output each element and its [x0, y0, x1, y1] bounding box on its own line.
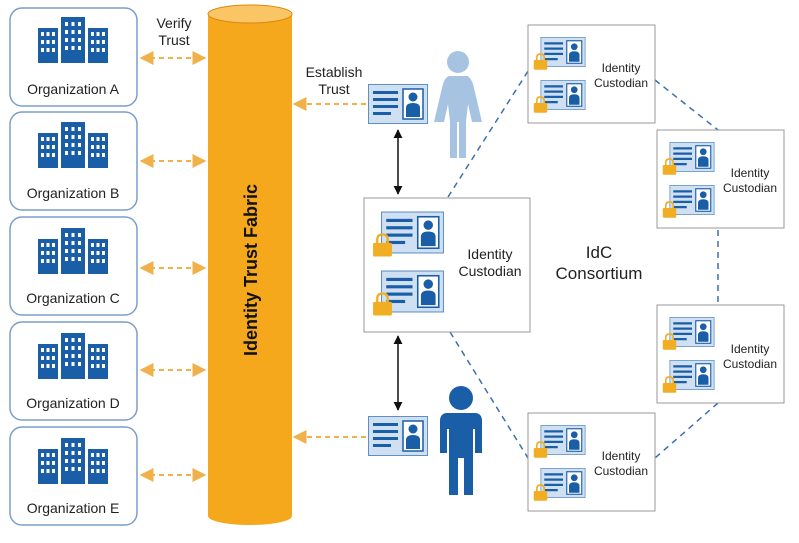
organization-label: Organization C: [26, 290, 119, 306]
svg-text:Trust: Trust: [318, 81, 349, 97]
organization-label: Organization D: [26, 395, 119, 411]
organization-b: Organization B: [9, 111, 138, 211]
id-card-icon: [540, 425, 586, 455]
organization-e: Organization E: [9, 426, 138, 526]
identity-custodian-right-upper: Identity Custodian: [656, 129, 785, 229]
identity-custodian-top: Identity Custodian: [527, 24, 656, 124]
id-card-icon: [669, 317, 715, 347]
male-user-icon: [440, 386, 482, 495]
identity-custodian-main: Identity Custodian: [363, 197, 531, 333]
id-card-icon: [669, 142, 715, 172]
svg-text:Verify: Verify: [156, 15, 191, 31]
identity-custodian-bottom: Identity Custodian: [527, 412, 656, 512]
establish-trust-label: Establish Trust: [306, 64, 363, 97]
svg-text:Establish: Establish: [306, 64, 363, 80]
organization-label: Organization E: [27, 500, 120, 516]
id-card-icon: [669, 360, 715, 390]
id-card-icon: [669, 185, 715, 215]
custodian-label: Custodian: [594, 464, 648, 478]
identity-custodian-right-lower: Identity Custodian: [656, 304, 785, 404]
custodian-label: Identity: [602, 61, 641, 75]
consortium-label: IdC Consortium: [556, 243, 643, 283]
organization-d: Organization D: [9, 321, 138, 421]
consortium-links: [447, 67, 719, 459]
custodian-label: Identity: [602, 449, 641, 463]
verify-arrows: [139, 51, 207, 482]
id-card-icon: [368, 84, 428, 124]
custodian-label: Custodian: [458, 263, 521, 279]
consortium-link: [654, 79, 719, 131]
user-credentials: [292, 84, 428, 456]
custodian-label: Custodian: [723, 357, 777, 371]
consortium-link: [447, 67, 531, 198]
verify-trust-label: Verify Trust: [156, 15, 191, 48]
id-card-icon: [540, 80, 586, 110]
id-card-icon: [540, 468, 586, 498]
custodian-label: Custodian: [594, 76, 648, 90]
organization-a: Organization A: [9, 7, 138, 107]
identity-trust-fabric: Identity Trust Fabric: [207, 4, 293, 525]
svg-text:Trust: Trust: [158, 32, 189, 48]
custodian-label: Identity: [467, 246, 512, 262]
id-card-icon: [540, 37, 586, 67]
organization-c: Organization C: [9, 216, 138, 316]
organizations: Organization A Organization B Organizati…: [9, 7, 138, 526]
fabric-label: Identity Trust Fabric: [241, 184, 261, 356]
organization-label: Organization A: [27, 81, 119, 97]
organization-label: Organization B: [27, 185, 120, 201]
custodian-label: Custodian: [723, 181, 777, 195]
female-user-icon: [434, 51, 482, 158]
svg-text:IdC: IdC: [586, 243, 612, 262]
custodian-label: Identity: [731, 166, 770, 180]
consortium-link: [654, 402, 719, 459]
custodian-label: Identity: [731, 342, 770, 356]
consortium-link: [449, 331, 529, 459]
id-card-icon: [368, 416, 428, 456]
svg-text:Consortium: Consortium: [556, 264, 643, 283]
